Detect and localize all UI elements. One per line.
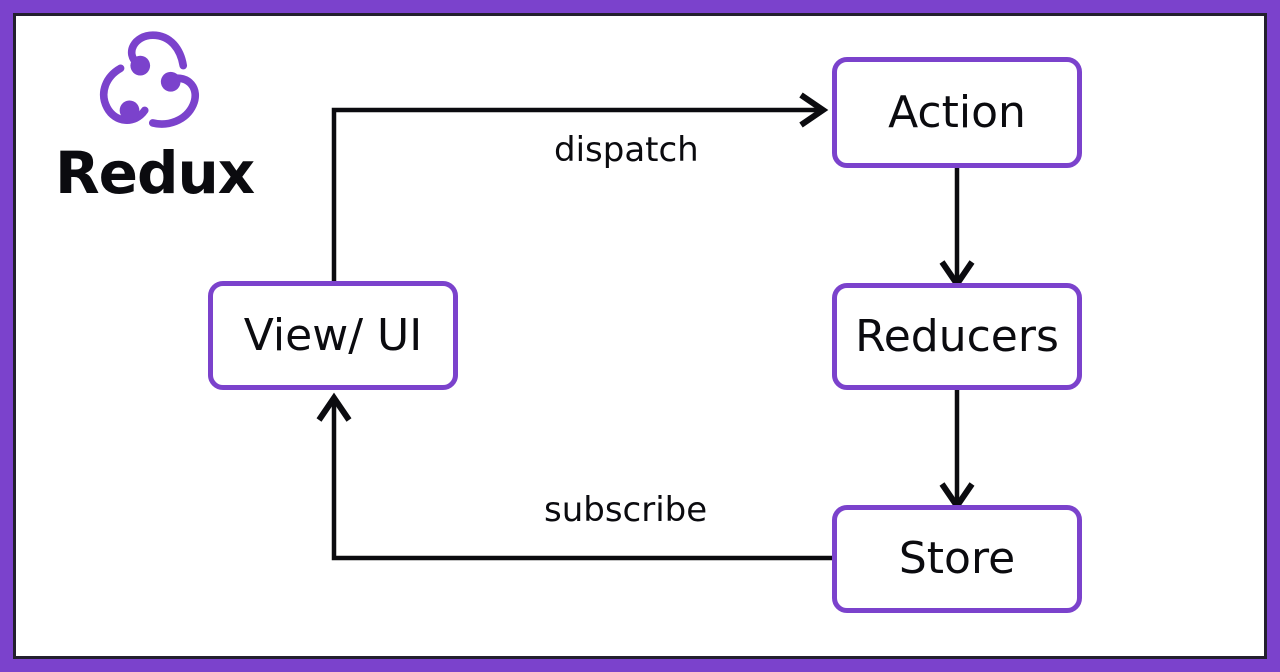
- edge-label-subscribe: subscribe: [538, 490, 714, 531]
- redux-logo-icon: [88, 28, 214, 148]
- node-view-ui[interactable]: View/ UI: [208, 281, 458, 390]
- node-reducers-label: Reducers: [855, 310, 1059, 362]
- node-store-label: Store: [898, 533, 1016, 584]
- node-action[interactable]: Action: [832, 57, 1082, 168]
- redux-wordmark: Redux: [55, 139, 255, 207]
- edge-label-dispatch: dispatch: [548, 130, 705, 171]
- node-reducers[interactable]: Reducers: [832, 283, 1082, 390]
- node-store[interactable]: Store: [832, 505, 1082, 613]
- node-view-ui-label: View/ UI: [243, 309, 423, 361]
- node-action-label: Action: [888, 86, 1026, 138]
